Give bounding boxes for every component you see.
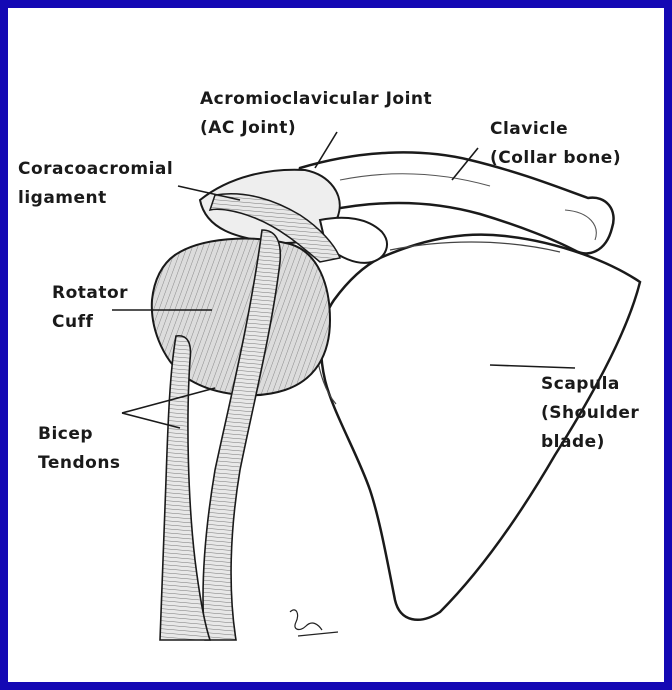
label-scapula-line2: (Shoulder bbox=[541, 401, 639, 425]
label-coracoacromial-line1: Coracoacromial bbox=[18, 157, 173, 181]
label-bicep-tendons-line2: Tendons bbox=[38, 451, 121, 475]
label-bicep-tendons-line1: Bicep bbox=[38, 422, 93, 446]
label-scapula-line1: Scapula bbox=[541, 372, 620, 396]
label-clavicle-line1: Clavicle bbox=[490, 117, 568, 141]
label-coracoacromial-line2: ligament bbox=[18, 186, 107, 210]
label-scapula-line3: blade) bbox=[541, 430, 605, 454]
scapula-bone bbox=[321, 235, 640, 620]
label-rotator-cuff-line2: Cuff bbox=[52, 310, 93, 334]
label-ac-joint-line2: (AC Joint) bbox=[200, 116, 296, 140]
label-ac-joint-line1: Acromioclavicular Joint bbox=[200, 87, 432, 111]
artist-signature bbox=[290, 610, 338, 636]
label-rotator-cuff-line1: Rotator bbox=[52, 281, 128, 305]
label-clavicle-line2: (Collar bone) bbox=[490, 146, 621, 170]
